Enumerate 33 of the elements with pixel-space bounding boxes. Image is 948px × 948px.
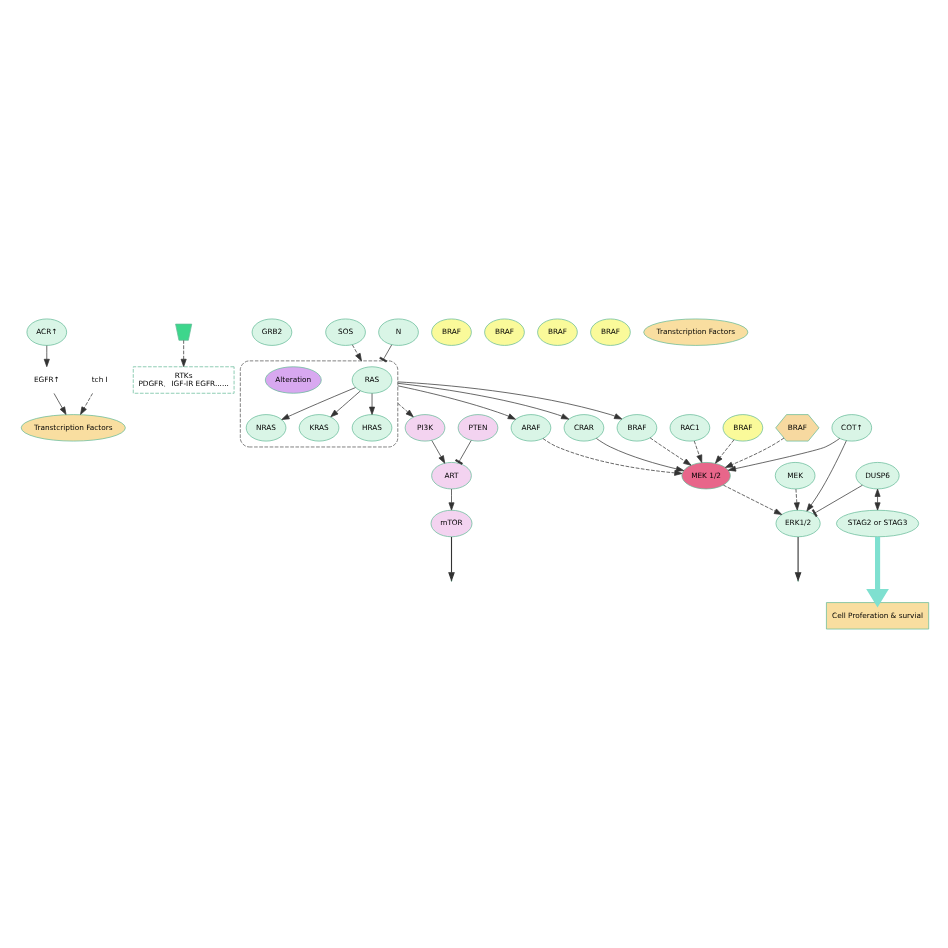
connector [454, 440, 471, 465]
arrow [723, 437, 784, 468]
arrow [541, 438, 682, 476]
arrow [714, 439, 734, 464]
arrow [52, 393, 66, 415]
node-receptor [174, 323, 192, 341]
arrow [368, 393, 374, 415]
arrow [396, 382, 569, 420]
arrow [865, 536, 888, 608]
arrow [280, 387, 355, 420]
connector [810, 484, 862, 517]
arrow [396, 381, 622, 420]
arrow [351, 344, 361, 362]
arrow [430, 440, 445, 464]
arrow [648, 437, 691, 466]
arrow [447, 536, 454, 582]
arrow [726, 438, 840, 472]
arrow [396, 402, 413, 418]
arrow [447, 488, 454, 511]
arrow [329, 390, 360, 418]
arrow [79, 393, 92, 415]
arrow [396, 385, 515, 420]
cluster [238, 360, 398, 448]
arrow [792, 488, 799, 511]
arrow [692, 440, 702, 463]
arrow [595, 438, 684, 472]
connector [378, 344, 392, 363]
arrow [179, 340, 186, 367]
arrow [873, 488, 880, 511]
arrow [793, 536, 801, 582]
arrow [722, 484, 782, 515]
arrow [805, 440, 846, 512]
arrow [42, 345, 49, 367]
